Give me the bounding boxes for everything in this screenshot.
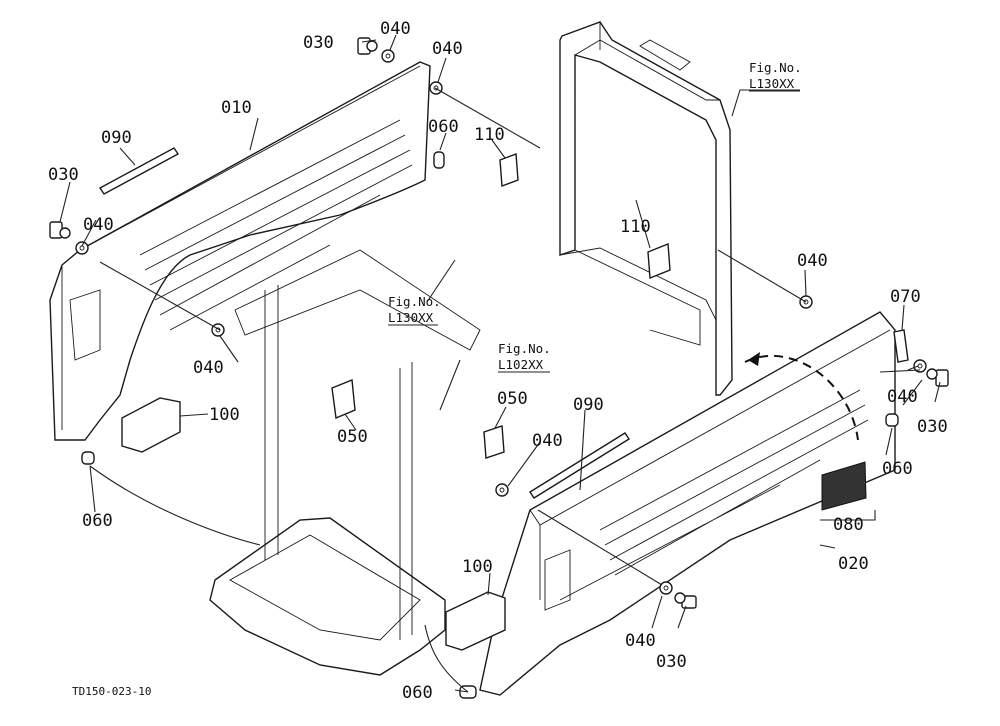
vent-perforation-left <box>139 119 413 331</box>
callout-040-top-a: 040 <box>380 19 411 39</box>
callout-030-top: 030 <box>303 33 334 53</box>
callout-070: 070 <box>890 287 921 307</box>
callout-090-right: 090 <box>573 395 604 415</box>
arrow-head-icon <box>748 352 760 366</box>
bolt-030-left <box>49 221 71 239</box>
callout-040-top-b: 040 <box>432 39 463 59</box>
pads-100 <box>121 397 506 651</box>
callout-010: 010 <box>221 98 252 118</box>
side-panel-right <box>479 311 896 696</box>
bolt-030-bottom <box>674 592 697 609</box>
figref-1-title: Fig.No. <box>749 60 802 75</box>
callout-090-left: 090 <box>101 128 132 148</box>
callout-050-right: 050 <box>497 389 528 409</box>
callout-030-left: 030 <box>48 165 79 185</box>
callout-060-top: 060 <box>428 117 459 137</box>
callout-040-left: 040 <box>83 215 114 235</box>
callout-040-center: 040 <box>532 431 563 451</box>
figref-3-title: Fig.No. <box>498 341 551 356</box>
vent-perforation-right <box>559 389 869 601</box>
document-id: TD150-023-10 <box>72 685 151 698</box>
figref-2-title: Fig.No. <box>388 294 441 309</box>
callout-030-bottom: 030 <box>656 652 687 672</box>
base-frame <box>209 249 481 676</box>
callout-110-right: 110 <box>620 217 651 237</box>
callout-030-right: 030 <box>917 417 948 437</box>
bolt-030-top <box>357 37 378 55</box>
figref-3-number: L102XX <box>498 357 544 372</box>
callout-100-right: 100 <box>462 557 493 577</box>
callout-020: 020 <box>838 554 869 574</box>
side-panel-left <box>49 61 431 441</box>
callout-060-bottom: 060 <box>402 683 433 703</box>
figref-1-number: L130XX <box>749 76 795 91</box>
washers-040 <box>75 49 927 595</box>
callout-040-right: 040 <box>887 387 918 407</box>
rods-090 <box>98 147 630 499</box>
callout-050-left: 050 <box>337 427 368 447</box>
strip-070 <box>893 329 909 363</box>
callout-100-left: 100 <box>209 405 240 425</box>
clips-050-110 <box>331 153 671 459</box>
leader-lines <box>59 34 941 693</box>
label-080 <box>821 461 867 511</box>
cabin-frame <box>559 21 733 396</box>
callout-080: 080 <box>833 515 864 535</box>
assembly-arrow <box>744 354 859 441</box>
callout-040-mid-left: 040 <box>193 358 224 378</box>
callout-060-right: 060 <box>882 459 913 479</box>
callout-040-bottom: 040 <box>625 631 656 651</box>
callout-110-left: 110 <box>474 125 505 145</box>
callout-labels: 010 090 030 040 030 040 040 060 110 110 … <box>48 19 948 703</box>
bolt-030-right <box>926 368 949 387</box>
figure-references: Fig.No. L130XX Fig.No. L130XX Fig.No. L1… <box>388 60 802 373</box>
callout-040-right-top: 040 <box>797 251 828 271</box>
callout-060-left: 060 <box>82 511 113 531</box>
figref-2-number: L130XX <box>388 310 434 325</box>
